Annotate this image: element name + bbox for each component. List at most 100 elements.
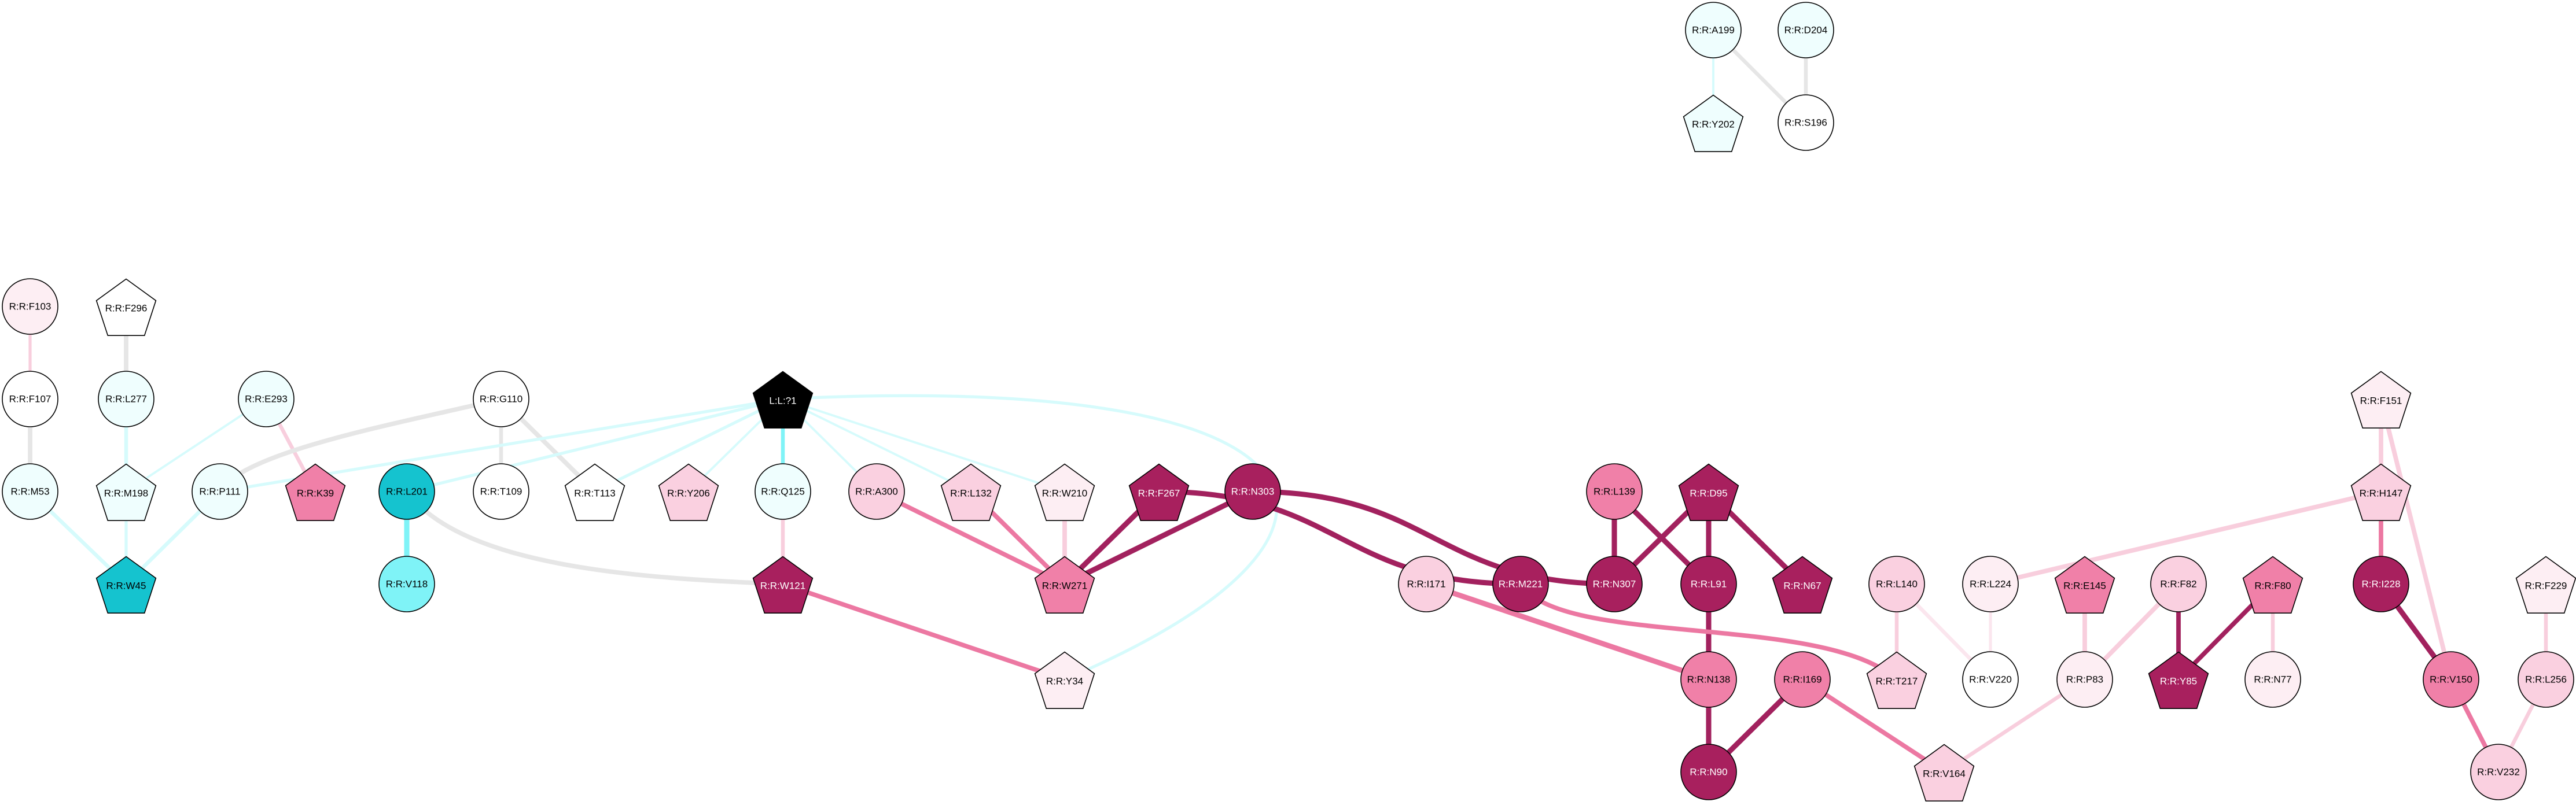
- circle-node-shape: [98, 371, 154, 427]
- node-f267[interactable]: R:R:F267: [1128, 463, 1190, 522]
- node-label: R:R:D204: [1784, 25, 1828, 36]
- circle-node-shape: [1680, 744, 1737, 800]
- edge-l1-w210: [782, 398, 1066, 493]
- node-t113[interactable]: R:R:T113: [564, 463, 625, 522]
- node-label: R:R:T113: [574, 488, 616, 499]
- node-t217[interactable]: R:R:T217: [1866, 651, 1927, 709]
- edge-n303-w271: [1062, 489, 1256, 587]
- circle-node-shape: [1586, 463, 1643, 520]
- node-i171[interactable]: R:R:I171: [1398, 556, 1455, 612]
- node-l256[interactable]: R:R:L256: [2518, 651, 2574, 708]
- node-h147[interactable]: R:R:H147: [2350, 463, 2412, 522]
- circle-node-shape: [1868, 556, 1925, 612]
- node-l140[interactable]: R:R:L140: [1868, 556, 1925, 612]
- circle-node-shape: [2, 278, 58, 335]
- node-m221[interactable]: R:R:M221: [1492, 556, 1549, 612]
- circle-node-shape: [473, 371, 529, 427]
- node-a300[interactable]: R:R:A300: [848, 463, 905, 520]
- node-v150[interactable]: R:R:V150: [2423, 651, 2479, 708]
- node-label: R:R:L139: [1594, 486, 1635, 497]
- node-label: R:R:M221: [1499, 579, 1543, 590]
- node-k39[interactable]: R:R:K39: [285, 463, 346, 522]
- node-label: R:R:E293: [245, 394, 288, 405]
- node-label: R:R:D95: [1690, 488, 1727, 499]
- circle-node-shape: [2353, 556, 2409, 612]
- node-f229[interactable]: R:R:F229: [2515, 556, 2576, 614]
- node-label: R:R:V220: [1969, 674, 2012, 685]
- node-s196[interactable]: R:R:S196: [1778, 94, 1834, 151]
- node-t109[interactable]: R:R:T109: [473, 463, 529, 520]
- node-y202[interactable]: R:R:Y202: [1683, 94, 1744, 153]
- node-label: R:R:W210: [1042, 488, 1087, 499]
- node-f82[interactable]: R:R:F82: [2150, 556, 2207, 612]
- node-a199[interactable]: R:R:A199: [1685, 2, 1742, 58]
- node-w210[interactable]: R:R:W210: [1034, 463, 1095, 522]
- node-l277[interactable]: R:R:L277: [98, 371, 154, 427]
- node-label: R:R:Y206: [667, 488, 710, 499]
- node-m53[interactable]: R:R:M53: [2, 463, 58, 520]
- node-label: R:R:Y202: [1692, 119, 1735, 130]
- node-label: R:R:L140: [1876, 579, 1918, 590]
- node-label: R:R:W45: [106, 581, 146, 592]
- pentagon-node-shape: [1913, 744, 1975, 801]
- node-n138[interactable]: R:R:N138: [1680, 651, 1737, 708]
- pentagon-node-shape: [1683, 94, 1744, 153]
- node-f107[interactable]: R:R:F107: [2, 371, 58, 427]
- node-n77[interactable]: R:R:N77: [2244, 651, 2301, 708]
- node-label: R:R:L256: [2525, 674, 2567, 685]
- node-w121[interactable]: R:R:W121: [752, 556, 814, 614]
- node-y206[interactable]: R:R:Y206: [658, 463, 719, 522]
- node-i169[interactable]: R:R:I169: [1774, 651, 1831, 708]
- circle-node-shape: [1586, 556, 1643, 612]
- node-v220[interactable]: R:R:V220: [1962, 651, 2019, 708]
- node-v232[interactable]: R:R:V232: [2470, 744, 2527, 800]
- node-f103[interactable]: R:R:F103: [2, 278, 58, 335]
- node-m198[interactable]: R:R:M198: [95, 463, 157, 522]
- node-label: R:R:W271: [1042, 581, 1087, 592]
- node-l132[interactable]: R:R:L132: [940, 463, 1002, 522]
- node-n307[interactable]: R:R:N307: [1586, 556, 1643, 612]
- node-label: R:R:I171: [1407, 579, 1445, 590]
- circle-node-shape: [1962, 556, 2019, 612]
- node-v118[interactable]: R:R:V118: [378, 556, 435, 612]
- circle-node-shape: [1774, 651, 1831, 708]
- node-e293[interactable]: R:R:E293: [238, 371, 295, 427]
- node-w271[interactable]: R:R:W271: [1034, 556, 1095, 614]
- node-p111[interactable]: R:R:P111: [192, 463, 248, 520]
- node-d95[interactable]: R:R:D95: [1678, 463, 1739, 522]
- node-y85[interactable]: R:R:Y85: [2148, 651, 2209, 709]
- node-g110[interactable]: R:R:G110: [473, 371, 529, 427]
- node-label: R:R:A300: [855, 486, 898, 497]
- pentagon-node-shape: [2148, 651, 2209, 709]
- node-e145[interactable]: R:R:E145: [2054, 556, 2115, 614]
- pentagon-node-shape: [95, 463, 157, 522]
- node-p83[interactable]: R:R:P83: [2056, 651, 2113, 708]
- node-label: R:R:N307: [1593, 579, 1636, 590]
- node-d204[interactable]: R:R:D204: [1778, 2, 1834, 58]
- node-label: R:R:F296: [105, 303, 148, 314]
- node-y34[interactable]: R:R:Y34: [1034, 651, 1095, 709]
- node-l201[interactable]: R:R:L201: [378, 463, 435, 520]
- node-f80[interactable]: R:R:F80: [2242, 556, 2303, 614]
- node-label: R:R:L201: [386, 486, 428, 497]
- pentagon-node-shape: [95, 278, 157, 337]
- node-n303[interactable]: R:R:N303: [1224, 463, 1281, 520]
- node-l224[interactable]: R:R:L224: [1962, 556, 2019, 612]
- pentagon-node-shape: [2350, 371, 2412, 429]
- node-q125[interactable]: R:R:Q125: [755, 463, 811, 520]
- node-label: R:R:V150: [2430, 674, 2472, 685]
- node-w45[interactable]: R:R:W45: [95, 556, 157, 614]
- node-n90[interactable]: R:R:N90: [1680, 744, 1737, 800]
- node-n67[interactable]: R:R:N67: [1772, 556, 1833, 614]
- node-v164[interactable]: R:R:V164: [1913, 744, 1975, 801]
- node-l139[interactable]: R:R:L139: [1586, 463, 1643, 520]
- node-f296[interactable]: R:R:F296: [95, 278, 157, 337]
- node-l91[interactable]: R:R:L91: [1680, 556, 1737, 612]
- node-i228[interactable]: R:R:I228: [2353, 556, 2409, 612]
- circle-node-shape: [2518, 651, 2574, 708]
- pentagon-node-shape: [1128, 463, 1190, 522]
- node-l1[interactable]: L:L:?1: [752, 371, 814, 429]
- node-label: R:R:Y34: [1046, 676, 1083, 687]
- node-label: R:R:I169: [1783, 674, 1821, 685]
- node-f151[interactable]: R:R:F151: [2350, 371, 2412, 429]
